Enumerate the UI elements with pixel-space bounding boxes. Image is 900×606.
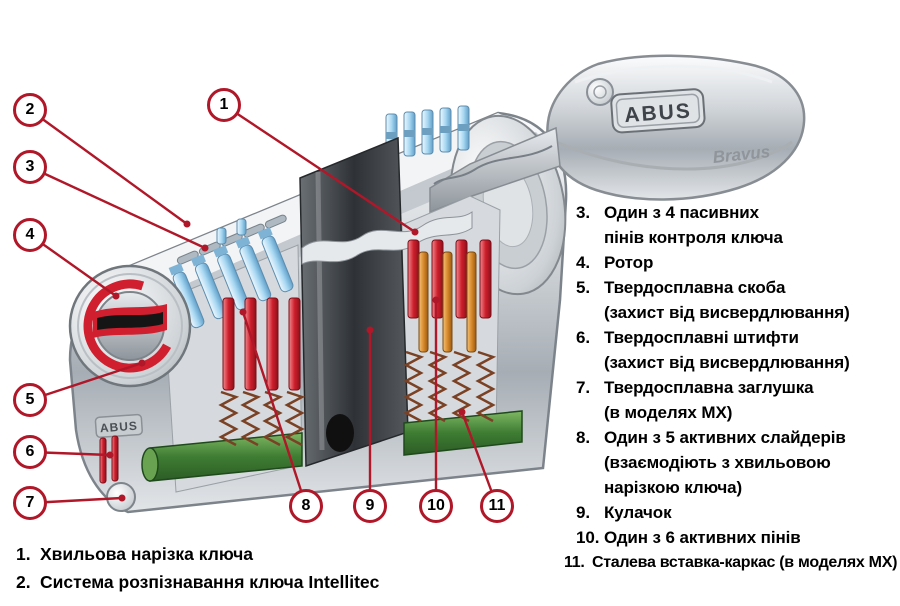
steel-insert-frame [141, 410, 523, 482]
callout-9: 9 [353, 489, 387, 523]
legend-item-number: 7. [576, 378, 590, 397]
callout-8: 8 [289, 489, 323, 523]
legend-item-4: 4. Ротор [576, 250, 900, 275]
legend-bottom: 1. Хвильова нарізка ключа 2. Система роз… [16, 540, 379, 596]
legend-item-text: (захист від висвердлювання) [604, 353, 850, 372]
front-face: ABUS [68, 264, 192, 512]
callout-5: 5 [13, 383, 47, 417]
key: ABUS Bravus [429, 54, 806, 214]
hardened-pin-1 [99, 437, 107, 484]
legend-item-text: Хвильова нарізка ключа [40, 544, 254, 564]
legend-item-10: 10. Один з 6 активних пінів [576, 525, 900, 550]
active-pins [407, 239, 492, 353]
legend-item-number: 5. [576, 278, 590, 297]
retaining-clip [83, 279, 177, 373]
callout-3: 3 [13, 150, 47, 184]
legend-item-number: 10. [576, 528, 600, 547]
legend-item-text: (в моделях MX) [604, 403, 733, 422]
legend-item-text: нарізкою ключа) [604, 478, 743, 497]
legend-item-number: 8. [576, 428, 590, 447]
key-brand-label: ABUS [624, 99, 693, 127]
legend-item-text: Один з 6 активних пінів [604, 528, 801, 547]
legend-item-number: 3. [576, 203, 590, 222]
legend-item-8: 8. Один з 5 активних слайдерів (взаємоді… [576, 425, 900, 500]
legend-item-number: 11. [564, 554, 585, 571]
hardened-pin-2 [111, 435, 119, 482]
key-wave-profile [301, 211, 473, 265]
legend-item-5: 5. Твердосплавна скоба (захист від висве… [576, 275, 900, 325]
slider-slots [176, 214, 287, 265]
callout-2: 2 [13, 93, 47, 127]
callout-7: 7 [13, 486, 47, 520]
legend-item-11: 11. Сталева вставка-каркас (в моделях MX… [564, 550, 900, 575]
legend-item-text: Один з 5 активних слайдерів [604, 428, 846, 447]
keyway-slot [97, 312, 163, 330]
legend-item-text: (взаємодіють з хвильовою [604, 453, 831, 472]
body-brand-label: ABUS [99, 419, 138, 436]
callout-lines [29, 104, 499, 507]
active-sliders-blue [168, 227, 294, 329]
legend-item-number: 4. [576, 253, 590, 272]
callout-4: 4 [13, 218, 47, 252]
legend-item-text: (захист від висвердлювання) [604, 303, 850, 322]
legend-item-text: Сталева вставка-каркас (в моделях MX) [592, 554, 898, 571]
callout-dots [106, 220, 466, 502]
legend-item-text: Кулачок [604, 503, 672, 522]
legend-item-2: 2. Система розпізнавання ключа Intellite… [16, 568, 379, 596]
cam [299, 136, 409, 468]
key-emblem-icon [586, 78, 614, 106]
front-pins-red [222, 297, 301, 391]
key-brand-plate [610, 88, 706, 134]
callout-10: 10 [419, 489, 453, 523]
callout-1: 1 [207, 88, 241, 122]
legend-item-1: 1. Хвильова нарізка ключа [16, 540, 379, 568]
legend-item-number: 2. [16, 572, 31, 592]
legend-item-number: 9. [576, 503, 590, 522]
cam-hole [326, 414, 354, 452]
legend-item-7: 7. Твердосплавна заглушка (в моделях MX) [576, 375, 900, 425]
legend-item-text: Система розпізнавання ключа Intellitec [40, 572, 380, 592]
rear-pins-blue [385, 105, 470, 159]
legend-right: 3. Один з 4 пасивних пінів контроля ключ… [564, 200, 900, 575]
legend-item-text: Твердосплавна скоба [604, 278, 786, 297]
legend-item-text: Твердосплавна заглушка [604, 378, 814, 397]
legend-item-9: 9. Кулачок [576, 500, 900, 525]
legend-item-text: Твердосплавні штифти [604, 328, 799, 347]
legend-item-6: 6. Твердосплавні штифти (захист від висв… [576, 325, 900, 375]
callout-6: 6 [13, 435, 47, 469]
body-brand-plate [94, 413, 143, 438]
callout-11: 11 [480, 489, 514, 523]
legend-item-text: Ротор [604, 253, 654, 272]
key-blade [429, 126, 561, 214]
legend-item-3: 3. Один з 4 пасивних пінів контроля ключ… [576, 200, 900, 250]
legend-item-text: Один з 4 пасивних [604, 203, 759, 222]
legend-item-number: 6. [576, 328, 590, 347]
legend-item-text: пінів контроля ключа [604, 228, 783, 247]
legend-item-number: 1. [16, 544, 31, 564]
